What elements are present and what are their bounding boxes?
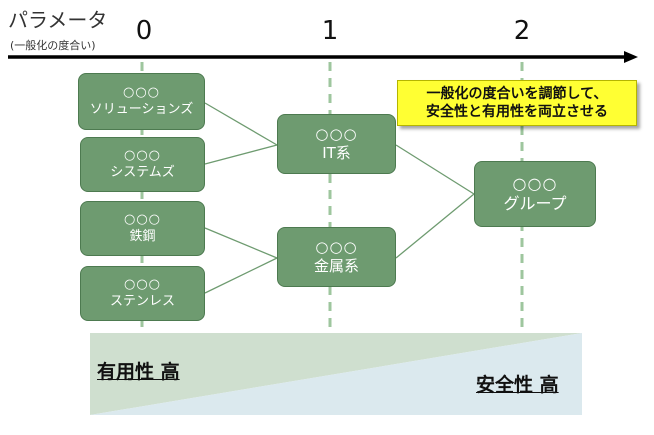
node-it: ○○○ IT系 <box>277 114 396 174</box>
node-steel-category: 鉄鋼 <box>129 228 156 244</box>
node-stainless-category: ステンレス <box>109 293 175 309</box>
connector-solutions-it <box>204 102 278 146</box>
node-solutions-name: ○○○ <box>122 85 161 101</box>
callout-note-line2: 安全性と有用性を両立させる <box>426 104 608 120</box>
connector-it-group <box>395 144 475 195</box>
tick-label-2: 2 <box>513 16 531 46</box>
node-metal-name: ○○○ <box>315 238 358 257</box>
node-systems-name: ○○○ <box>123 148 162 164</box>
node-stainless: ○○○ ステンレス <box>80 266 205 321</box>
connector-stainless-metal <box>204 257 278 294</box>
parameter-subtitle: (一般化の度合い) <box>10 39 96 52</box>
node-stainless-name: ○○○ <box>123 277 162 293</box>
node-systems-category: システムズ <box>110 164 175 180</box>
node-it-name: ○○○ <box>315 125 358 144</box>
node-it-category: IT系 <box>322 144 351 162</box>
node-solutions: ○○○ ソリューションズ <box>78 73 205 130</box>
usefulness-high-label: 有用性 高 <box>97 361 180 383</box>
tick-label-0: 0 <box>135 16 153 46</box>
parameter-title: パラメータ <box>8 8 108 32</box>
node-solutions-category: ソリューションズ <box>89 101 194 117</box>
node-metal: ○○○ 金属系 <box>277 227 396 287</box>
node-steel-name: ○○○ <box>123 212 162 228</box>
node-metal-category: 金属系 <box>313 257 359 275</box>
axis-arrowhead <box>624 51 638 63</box>
connector-steel-metal <box>204 227 278 259</box>
callout-note: 一般化の度合いを調節して、 安全性と有用性を両立させる <box>397 80 637 126</box>
safety-band <box>90 333 582 415</box>
node-steel: ○○○ 鉄鋼 <box>80 201 205 256</box>
connector-systems-it <box>204 144 278 165</box>
connector-metal-group <box>395 193 475 259</box>
callout-note-line1: 一般化の度合いを調節して、 <box>426 85 608 102</box>
safety-high-label: 安全性 高 <box>476 374 559 396</box>
tick-label-1: 1 <box>321 16 339 46</box>
node-group-name: ○○○ <box>512 174 558 193</box>
node-group-category: グループ <box>503 194 567 213</box>
node-group: ○○○ グループ <box>474 161 596 227</box>
node-systems: ○○○ システムズ <box>80 137 205 192</box>
